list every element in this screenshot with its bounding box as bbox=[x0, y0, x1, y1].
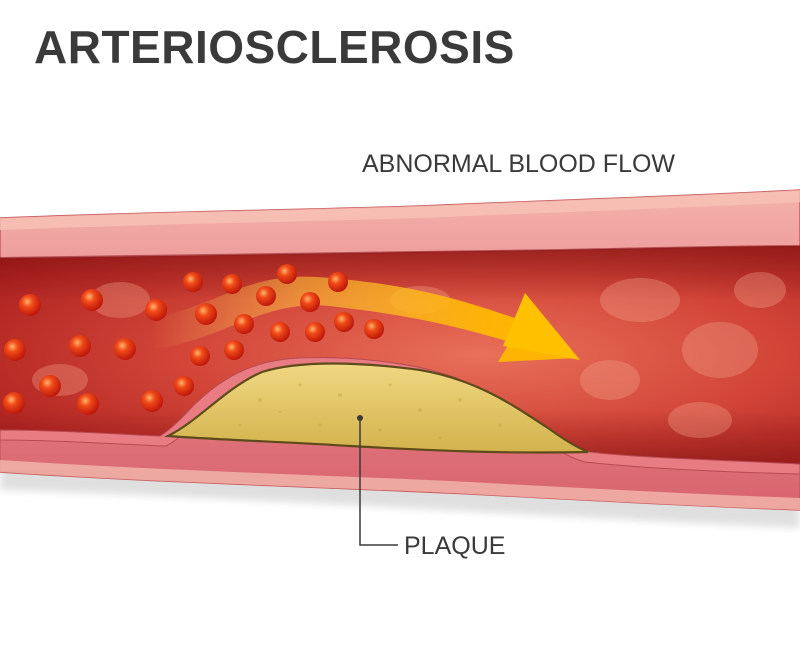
red-blood-cell-icon bbox=[328, 272, 348, 292]
red-blood-cell-icon bbox=[114, 338, 136, 360]
red-blood-cell-icon bbox=[270, 322, 290, 342]
red-blood-cell-icon bbox=[222, 274, 242, 294]
plaque-texture bbox=[238, 383, 502, 440]
red-blood-cell-icon bbox=[77, 393, 99, 415]
red-blood-cell-icon bbox=[195, 303, 217, 325]
red-blood-cell-icon bbox=[256, 286, 276, 306]
red-blood-cell-icon bbox=[3, 392, 25, 414]
red-blood-cell-icon bbox=[145, 299, 167, 321]
red-blood-cell-icon bbox=[69, 335, 91, 357]
plaque-deposit bbox=[163, 362, 589, 454]
red-blood-cell-icon bbox=[190, 346, 210, 366]
red-blood-cells bbox=[3, 264, 384, 415]
diagram-title: ARTERIOSCLEROSIS bbox=[34, 21, 515, 73]
red-blood-cell-icon bbox=[4, 339, 26, 361]
lumen-texture bbox=[32, 272, 786, 438]
red-blood-cell-icon bbox=[300, 292, 320, 312]
abnormal-blood-flow-label: ABNORMAL BLOOD FLOW bbox=[362, 150, 676, 178]
red-blood-cell-icon bbox=[81, 289, 103, 311]
red-blood-cell-icon bbox=[39, 375, 61, 397]
plaque-label: PLAQUE bbox=[404, 532, 506, 560]
red-blood-cell-icon bbox=[234, 314, 254, 334]
red-blood-cell-icon bbox=[174, 376, 194, 396]
red-blood-cell-icon bbox=[364, 319, 384, 339]
red-blood-cell-icon bbox=[305, 322, 325, 342]
red-blood-cell-icon bbox=[183, 272, 203, 292]
red-blood-cell-icon bbox=[277, 264, 297, 284]
red-blood-cell-icon bbox=[224, 340, 244, 360]
red-blood-cell-icon bbox=[141, 390, 163, 412]
red-blood-cell-icon bbox=[334, 312, 354, 332]
plaque-leader-line bbox=[359, 418, 398, 546]
red-blood-cell-icon bbox=[19, 294, 41, 316]
